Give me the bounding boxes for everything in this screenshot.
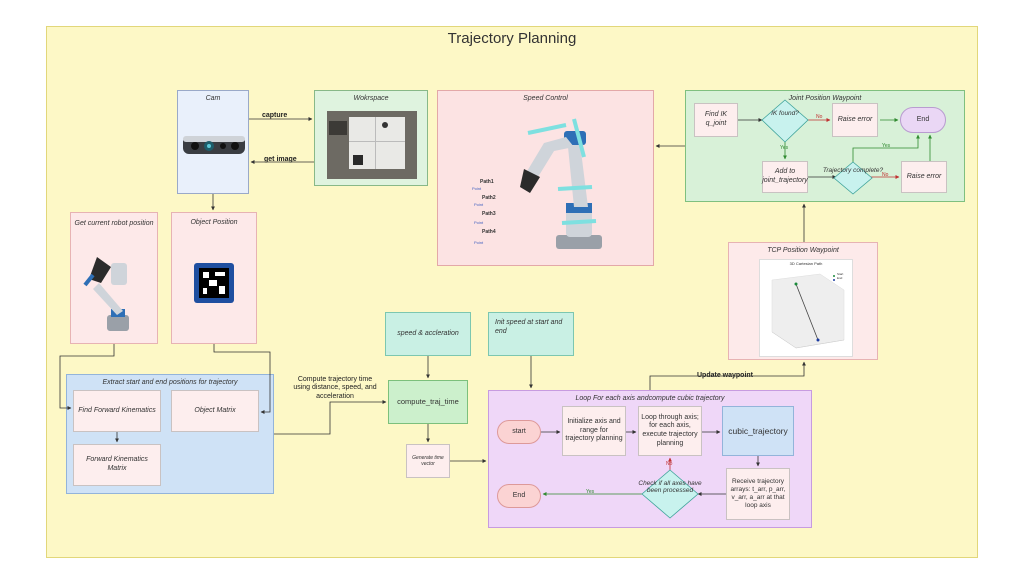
workspace-photo xyxy=(327,111,417,179)
camera-icon xyxy=(183,136,245,154)
get-image-label: get image xyxy=(264,156,297,163)
ik-found-label: IK found? xyxy=(771,110,799,117)
point-label-4: Point xyxy=(474,240,484,245)
speed-control-title: Speed Control xyxy=(523,95,568,102)
point-label-3: Point xyxy=(474,220,484,225)
start-terminal: start xyxy=(497,420,541,444)
tcp-plot-title: 3D Cartesian Path xyxy=(789,261,823,266)
path-label-4: Path4 xyxy=(482,229,496,235)
tcp-legend-start: Start xyxy=(837,272,844,276)
workspace-panel: Wokrspace xyxy=(314,90,428,186)
get-robot-title: Get current robot position xyxy=(74,220,154,227)
end-terminal-loop: End xyxy=(497,484,541,508)
end-terminal-joint: End xyxy=(900,107,946,133)
yes-label-complete: Yes xyxy=(882,143,891,149)
initialize-axis-box: Initialize axis and range for trajectory… xyxy=(562,406,626,456)
no-label-check: No xyxy=(666,461,673,467)
speed-acceleration-box: speed & accleration xyxy=(385,312,471,356)
cubic-trajectory-box: cubic_trajectory xyxy=(722,406,794,456)
find-forward-kinematics-box: Find Forward Kinematics xyxy=(73,390,161,432)
cam-panel: Cam xyxy=(177,90,249,194)
tcp-waypoint-panel: TCP Position Waypoint 3D Cartesian Path … xyxy=(728,242,878,360)
generate-time-vector-box: Generate time vector xyxy=(406,444,450,478)
raise-error-box-2: Raise error xyxy=(901,161,947,193)
no-label-ik: No xyxy=(816,114,823,120)
raise-error-box-1: Raise error xyxy=(832,103,878,137)
tcp-plot-graphic xyxy=(771,273,845,349)
get-robot-position-panel: Get current robot position xyxy=(70,212,158,344)
joint-title: Joint Position Waypoint xyxy=(788,95,862,102)
robot-arm-icon xyxy=(83,257,129,331)
tcp-plot: 3D Cartesian Path Start End xyxy=(759,259,853,357)
object-matrix-box: Object Matrix xyxy=(171,390,259,432)
object-position-title: Object Position xyxy=(190,219,238,226)
aruco-marker-icon xyxy=(194,263,234,303)
compute-time-label: Compute trajectory time using distance, … xyxy=(293,376,377,400)
find-ik-box: Find IK q_joint xyxy=(694,103,738,137)
loop-title: Loop For each axis andcompute cubic traj… xyxy=(575,395,725,402)
yes-label-ik: Yes xyxy=(780,145,789,151)
yes-label-check: Yes xyxy=(586,489,595,495)
workspace-title: Wokrspace xyxy=(353,95,389,102)
object-position-panel: Object Position xyxy=(171,212,257,344)
loop-through-axis-box: Loop through axis; for each axis, execut… xyxy=(638,406,702,456)
compute-traj-time-box: compute_traj_time xyxy=(388,380,468,424)
receive-arrays-box: Receive trajectory arrays: t_arr, p_arr,… xyxy=(726,468,790,520)
path-label-2: Path2 xyxy=(482,195,496,201)
page-title: Trajectory Planning xyxy=(447,30,577,47)
tcp-legend-end: End xyxy=(837,276,843,280)
tcp-title: TCP Position Waypoint xyxy=(767,247,839,254)
init-speed-box: Init speed at start and end xyxy=(488,312,574,356)
add-joint-trajectory-box: Add to joint_trajectory xyxy=(762,161,808,193)
point-label-1: Point xyxy=(472,186,482,191)
speed-control-panel: Speed Control Path1 Path2 Path3 Path4 Po… xyxy=(437,90,654,266)
point-label-2: Point xyxy=(474,202,484,207)
no-label-complete: No xyxy=(882,172,889,178)
path-label-1: Path1 xyxy=(480,179,494,185)
capture-label: capture xyxy=(262,112,288,119)
cam-title: Cam xyxy=(205,95,221,102)
extract-title: Extract start and end positions for traj… xyxy=(102,379,238,386)
trajectory-complete-label: Trajectory complete? xyxy=(822,167,884,174)
path-label-3: Path3 xyxy=(482,211,496,217)
robot-arm-illustration xyxy=(520,118,602,249)
forward-kinematics-matrix-box: Forward Kinematics Matrix xyxy=(73,444,161,486)
check-axes-label: Check if all axes have been processed xyxy=(638,480,702,495)
update-waypoint-label: Update waypoint xyxy=(697,372,754,379)
